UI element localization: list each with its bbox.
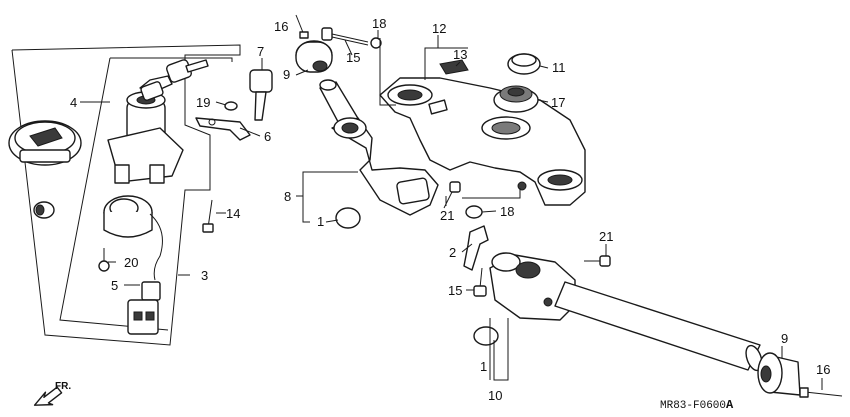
callout-19: 19 bbox=[196, 95, 210, 110]
right-weight-9 bbox=[757, 352, 801, 396]
reference-code: MR83-F0600A bbox=[660, 398, 734, 412]
bolt-21-right bbox=[584, 255, 611, 267]
left-weight-9 bbox=[295, 40, 333, 73]
screw-20 bbox=[98, 248, 110, 272]
ignition-group-outline bbox=[11, 44, 241, 346]
fuel-cap bbox=[8, 120, 82, 166]
callout-16-top: 16 bbox=[274, 19, 288, 34]
callout-14: 14 bbox=[226, 206, 240, 221]
callout-2: 2 bbox=[449, 245, 456, 260]
screw-16-top bbox=[295, 14, 309, 39]
callout-9-left: 9 bbox=[283, 67, 290, 82]
bracket-6 bbox=[195, 117, 251, 141]
svg-text:MR83-F0600A: MR83-F0600A bbox=[660, 398, 734, 412]
plug-1-left bbox=[335, 207, 361, 229]
right-handlebar-clamp bbox=[489, 252, 576, 321]
callout-labels: 4 3 5 20 14 6 7 19 16 9 15 18 12 13 11 1… bbox=[70, 16, 830, 403]
callout-3: 3 bbox=[201, 268, 208, 283]
callout-1-right: 1 bbox=[480, 359, 487, 374]
bolt-15-right bbox=[473, 267, 487, 297]
callout-1-left: 1 bbox=[317, 214, 324, 229]
callout-21-right: 21 bbox=[599, 229, 613, 244]
plug-1-right bbox=[473, 326, 499, 346]
callout-18-right: 18 bbox=[500, 204, 514, 219]
washer-18-right bbox=[465, 205, 483, 219]
right-handlebar-tube bbox=[554, 281, 763, 372]
callout-21-left: 21 bbox=[440, 208, 454, 223]
callout-6: 6 bbox=[264, 129, 271, 144]
screw-14 bbox=[202, 199, 214, 233]
callout-5: 5 bbox=[111, 278, 118, 293]
callout-7: 7 bbox=[257, 44, 264, 59]
callout-16-right: 16 bbox=[816, 362, 830, 377]
callout-9-right: 9 bbox=[781, 331, 788, 346]
cap-11 bbox=[507, 53, 541, 75]
cylinder-lock bbox=[33, 201, 55, 219]
bolt-15-top bbox=[321, 27, 369, 46]
front-direction-arrow: FR. bbox=[33, 381, 71, 406]
plate-13 bbox=[439, 59, 469, 75]
callout-13: 13 bbox=[453, 47, 467, 62]
key-7 bbox=[249, 69, 273, 121]
top-bridge-12 bbox=[379, 77, 586, 206]
bolt-21-left bbox=[443, 181, 461, 209]
wire-connector bbox=[127, 281, 161, 335]
ignition-switch bbox=[107, 91, 184, 184]
callout-10: 10 bbox=[488, 388, 502, 403]
key-in-switch bbox=[139, 59, 209, 101]
nut-18-top bbox=[370, 37, 382, 49]
clip-2 bbox=[463, 225, 489, 271]
screw-16-right bbox=[799, 387, 843, 398]
callout-15-top: 15 bbox=[346, 50, 360, 65]
callout-15-right: 15 bbox=[448, 283, 462, 298]
front-arrow-label: FR. bbox=[55, 381, 71, 392]
callout-17: 17 bbox=[551, 95, 565, 110]
callout-8: 8 bbox=[284, 189, 291, 204]
callout-12: 12 bbox=[432, 21, 446, 36]
washer-19 bbox=[224, 101, 238, 111]
callout-4: 4 bbox=[70, 95, 77, 110]
callout-18-top: 18 bbox=[372, 16, 386, 31]
callout-11: 11 bbox=[552, 60, 566, 75]
leader-lines bbox=[80, 30, 823, 390]
left-handlebar-clamp-8 bbox=[331, 117, 439, 216]
callout-20: 20 bbox=[124, 255, 138, 270]
switch-contact-base bbox=[103, 195, 163, 281]
